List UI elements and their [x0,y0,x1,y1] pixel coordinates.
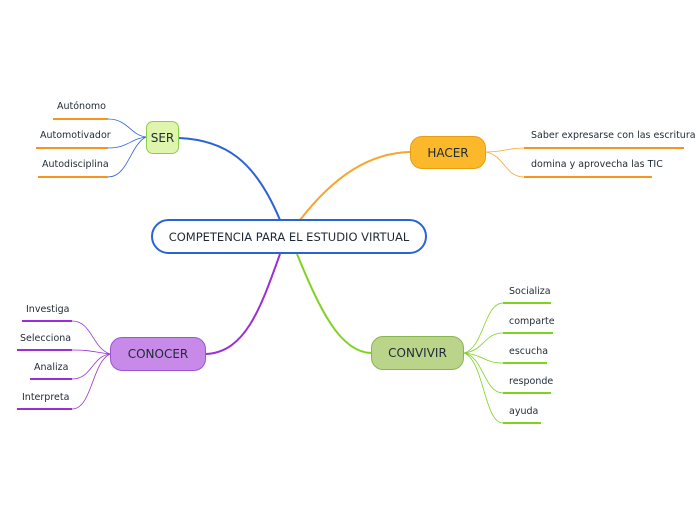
link-convivir-4 [463,352,504,394]
link-ser-1 [107,118,147,138]
link-central-ser [178,137,281,221]
subtopic-analiza[interactable]: Analiza [34,362,69,373]
link-conocer-4 [71,353,111,410]
subtopic-saber-expresarse[interactable]: Saber expresarse con las escritura [531,130,696,141]
topic-hacer[interactable]: HACER [410,136,486,169]
link-conocer-1 [71,320,111,355]
subtopic-interpreta[interactable]: Interpreta [22,392,70,403]
central-topic-label: COMPETENCIA PARA EL ESTUDIO VIRTUAL [168,229,410,244]
link-conocer-2 [71,349,111,355]
subtopic-responde[interactable]: responde [509,376,554,387]
link-convivir-5 [463,352,504,424]
topic-convivir[interactable]: CONVIVIR [371,336,464,370]
link-ser-3 [107,136,147,178]
subtopic-selecciona[interactable]: Selecciona [20,333,72,344]
subtopic-escucha[interactable]: escucha [509,346,549,357]
central-topic[interactable]: COMPETENCIA PARA EL ESTUDIO VIRTUAL [151,219,427,254]
subtopic-investiga[interactable]: Investiga [26,304,70,315]
link-ser-2 [107,136,147,149]
topic-conocer-label: CONOCER [127,347,189,361]
subtopic-comparte[interactable]: comparte [509,316,555,327]
topic-conocer[interactable]: CONOCER [110,337,206,371]
link-hacer-2 [485,151,525,178]
subtopic-autodisciplina[interactable]: Autodisciplina [42,159,109,170]
subtopic-autonomo[interactable]: Autónomo [57,101,106,112]
link-central-hacer [299,151,411,221]
link-convivir-3 [463,352,504,364]
link-convivir-1 [463,302,504,354]
link-central-conocer [205,253,281,355]
topic-ser-label: SER [150,130,175,145]
link-conocer-3 [71,353,111,380]
subtopic-automotivador[interactable]: Automotivador [40,130,111,141]
link-convivir-2 [463,332,504,354]
topic-hacer-label: HACER [427,145,469,160]
topic-convivir-label: CONVIVIR [388,346,447,360]
topic-ser[interactable]: SER [146,121,179,154]
subtopic-socializa[interactable]: Socializa [509,286,551,297]
subtopic-ayuda[interactable]: ayuda [509,406,539,417]
subtopic-domina-tic[interactable]: domina y aprovecha las TIC [531,159,663,170]
link-central-convivir [296,253,372,354]
link-hacer-1 [485,147,525,153]
